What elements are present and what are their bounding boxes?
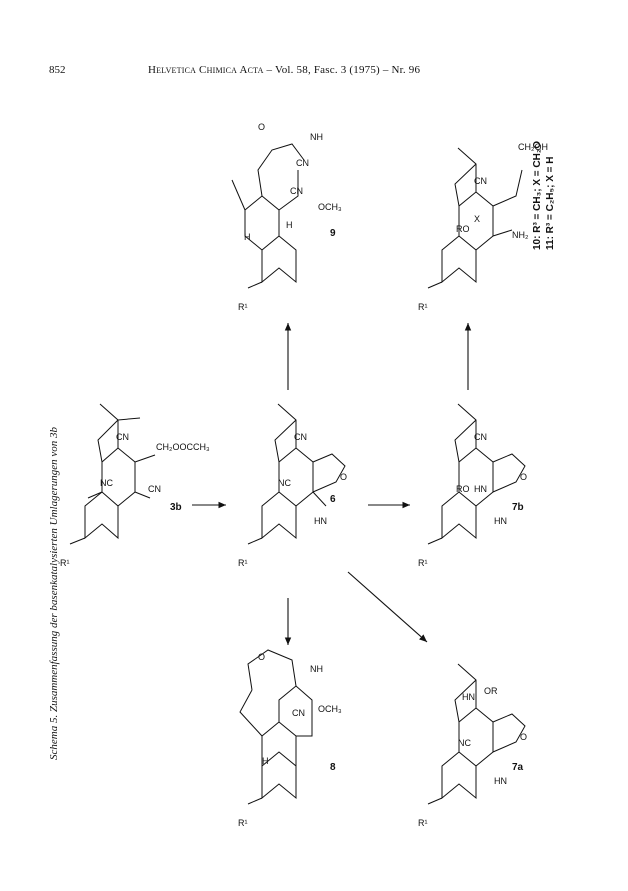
c7a-nc: NC <box>458 738 471 748</box>
compound-9 <box>231 143 305 289</box>
compound-8-labels: R¹ H CN OCH₃ NH O 8 <box>238 652 342 828</box>
legend-line-2: 11: R³ = C₂H₅; X = H <box>545 157 556 251</box>
running-header: 852 Helvetica Chimica Acta – Vol. 58, Fa… <box>0 64 628 84</box>
c7a-or: OR <box>484 686 498 696</box>
c9-h1: H <box>244 232 251 242</box>
c6-cn: CN <box>294 432 307 442</box>
c10-ro: RO <box>456 224 470 234</box>
c8-o: O <box>258 652 265 662</box>
c8-och3: OCH₃ <box>318 704 342 714</box>
compound-6-labels: R¹ NC CN HN O 6 <box>238 432 347 568</box>
c8-nh: NH <box>310 664 323 674</box>
compound-8 <box>239 649 313 805</box>
legend-10-11: 10: R³ = CH₃; X = CH₂O 11: R³ = C₂H₅; X … <box>532 141 556 250</box>
legend-line-1: 10: R³ = CH₃; X = CH₂O <box>532 141 543 250</box>
c6-r1: R¹ <box>238 558 248 568</box>
c10-r1: R¹ <box>418 302 428 312</box>
c7a-id: 7a <box>512 762 524 773</box>
c9-h2: H <box>286 220 293 230</box>
compound-3b <box>69 403 156 545</box>
compound-10-labels: R¹ RO X CN NH₂ CH₂OH <box>418 142 548 312</box>
compound-9-labels: R¹ H H CN CN OCH₃ NH O 9 <box>238 122 342 312</box>
c9-och3: OCH₃ <box>318 202 342 212</box>
c7a-r1: R¹ <box>418 818 428 828</box>
c9-nh: NH <box>310 132 323 142</box>
c7b-hn2: HN <box>494 516 507 526</box>
c7b-r1: R¹ <box>418 558 428 568</box>
c7a-hn2: HN <box>494 776 507 786</box>
c9-cn1: CN <box>290 186 303 196</box>
compound-7a-labels: R¹ NC HN OR HN O 7a <box>418 686 527 828</box>
c8-r1: R¹ <box>238 818 248 828</box>
c3b-nc: NC <box>100 478 113 488</box>
compound-7b <box>427 403 526 545</box>
c9-r1: R¹ <box>238 302 248 312</box>
journal-name: Helvetica Chimica Acta <box>148 64 264 76</box>
c9-id: 9 <box>330 228 336 239</box>
c3b-r1: R¹ <box>60 558 70 568</box>
c6-hn: HN <box>314 516 327 526</box>
c3b-ester: CH₂OOCCH₃ <box>156 442 210 452</box>
c3b-id: 3b <box>170 502 182 513</box>
c7a-hn: HN <box>462 692 475 702</box>
arrow-6-to-7a <box>347 571 428 643</box>
c9-o: O <box>258 122 265 132</box>
c7a-o: O <box>520 732 527 742</box>
compound-7a <box>427 663 526 805</box>
compound-7b-labels: R¹ RO HN CN HN O 7b <box>418 432 527 568</box>
c10-nh2: NH₂ <box>512 230 529 240</box>
c3b-cn1: CN <box>116 432 129 442</box>
compound-10 <box>427 147 523 289</box>
volume-info: – Vol. 58, Fasc. 3 (1975) – Nr. 96 <box>263 64 421 76</box>
c10-x: X <box>474 214 480 224</box>
c7b-cn: CN <box>474 432 487 442</box>
journal-line: Helvetica Chimica Acta – Vol. 58, Fasc. … <box>148 64 420 76</box>
c8-id: 8 <box>330 762 336 773</box>
reaction-arrows <box>192 323 472 645</box>
c8-cn: CN <box>292 708 305 718</box>
c9-cn2: CN <box>296 158 309 168</box>
c8-h: H <box>262 756 269 766</box>
c6-nc: NC <box>278 478 291 488</box>
c10-ch2oh: CH₂OH <box>518 142 548 152</box>
c7b-ro: RO <box>456 484 470 494</box>
c10-cn: CN <box>474 176 487 186</box>
compound-6 <box>247 403 346 545</box>
compound-3b-labels: R¹ NC CN CN CH₂OOCCH₃ 3b <box>60 432 210 568</box>
c7b-id: 7b <box>512 502 524 513</box>
page-number: 852 <box>49 64 66 76</box>
c7b-o: O <box>520 472 527 482</box>
c3b-cn2: CN <box>148 484 161 494</box>
c6-o: O <box>340 472 347 482</box>
c7b-hn: HN <box>474 484 487 494</box>
c6-id: 6 <box>330 494 336 505</box>
